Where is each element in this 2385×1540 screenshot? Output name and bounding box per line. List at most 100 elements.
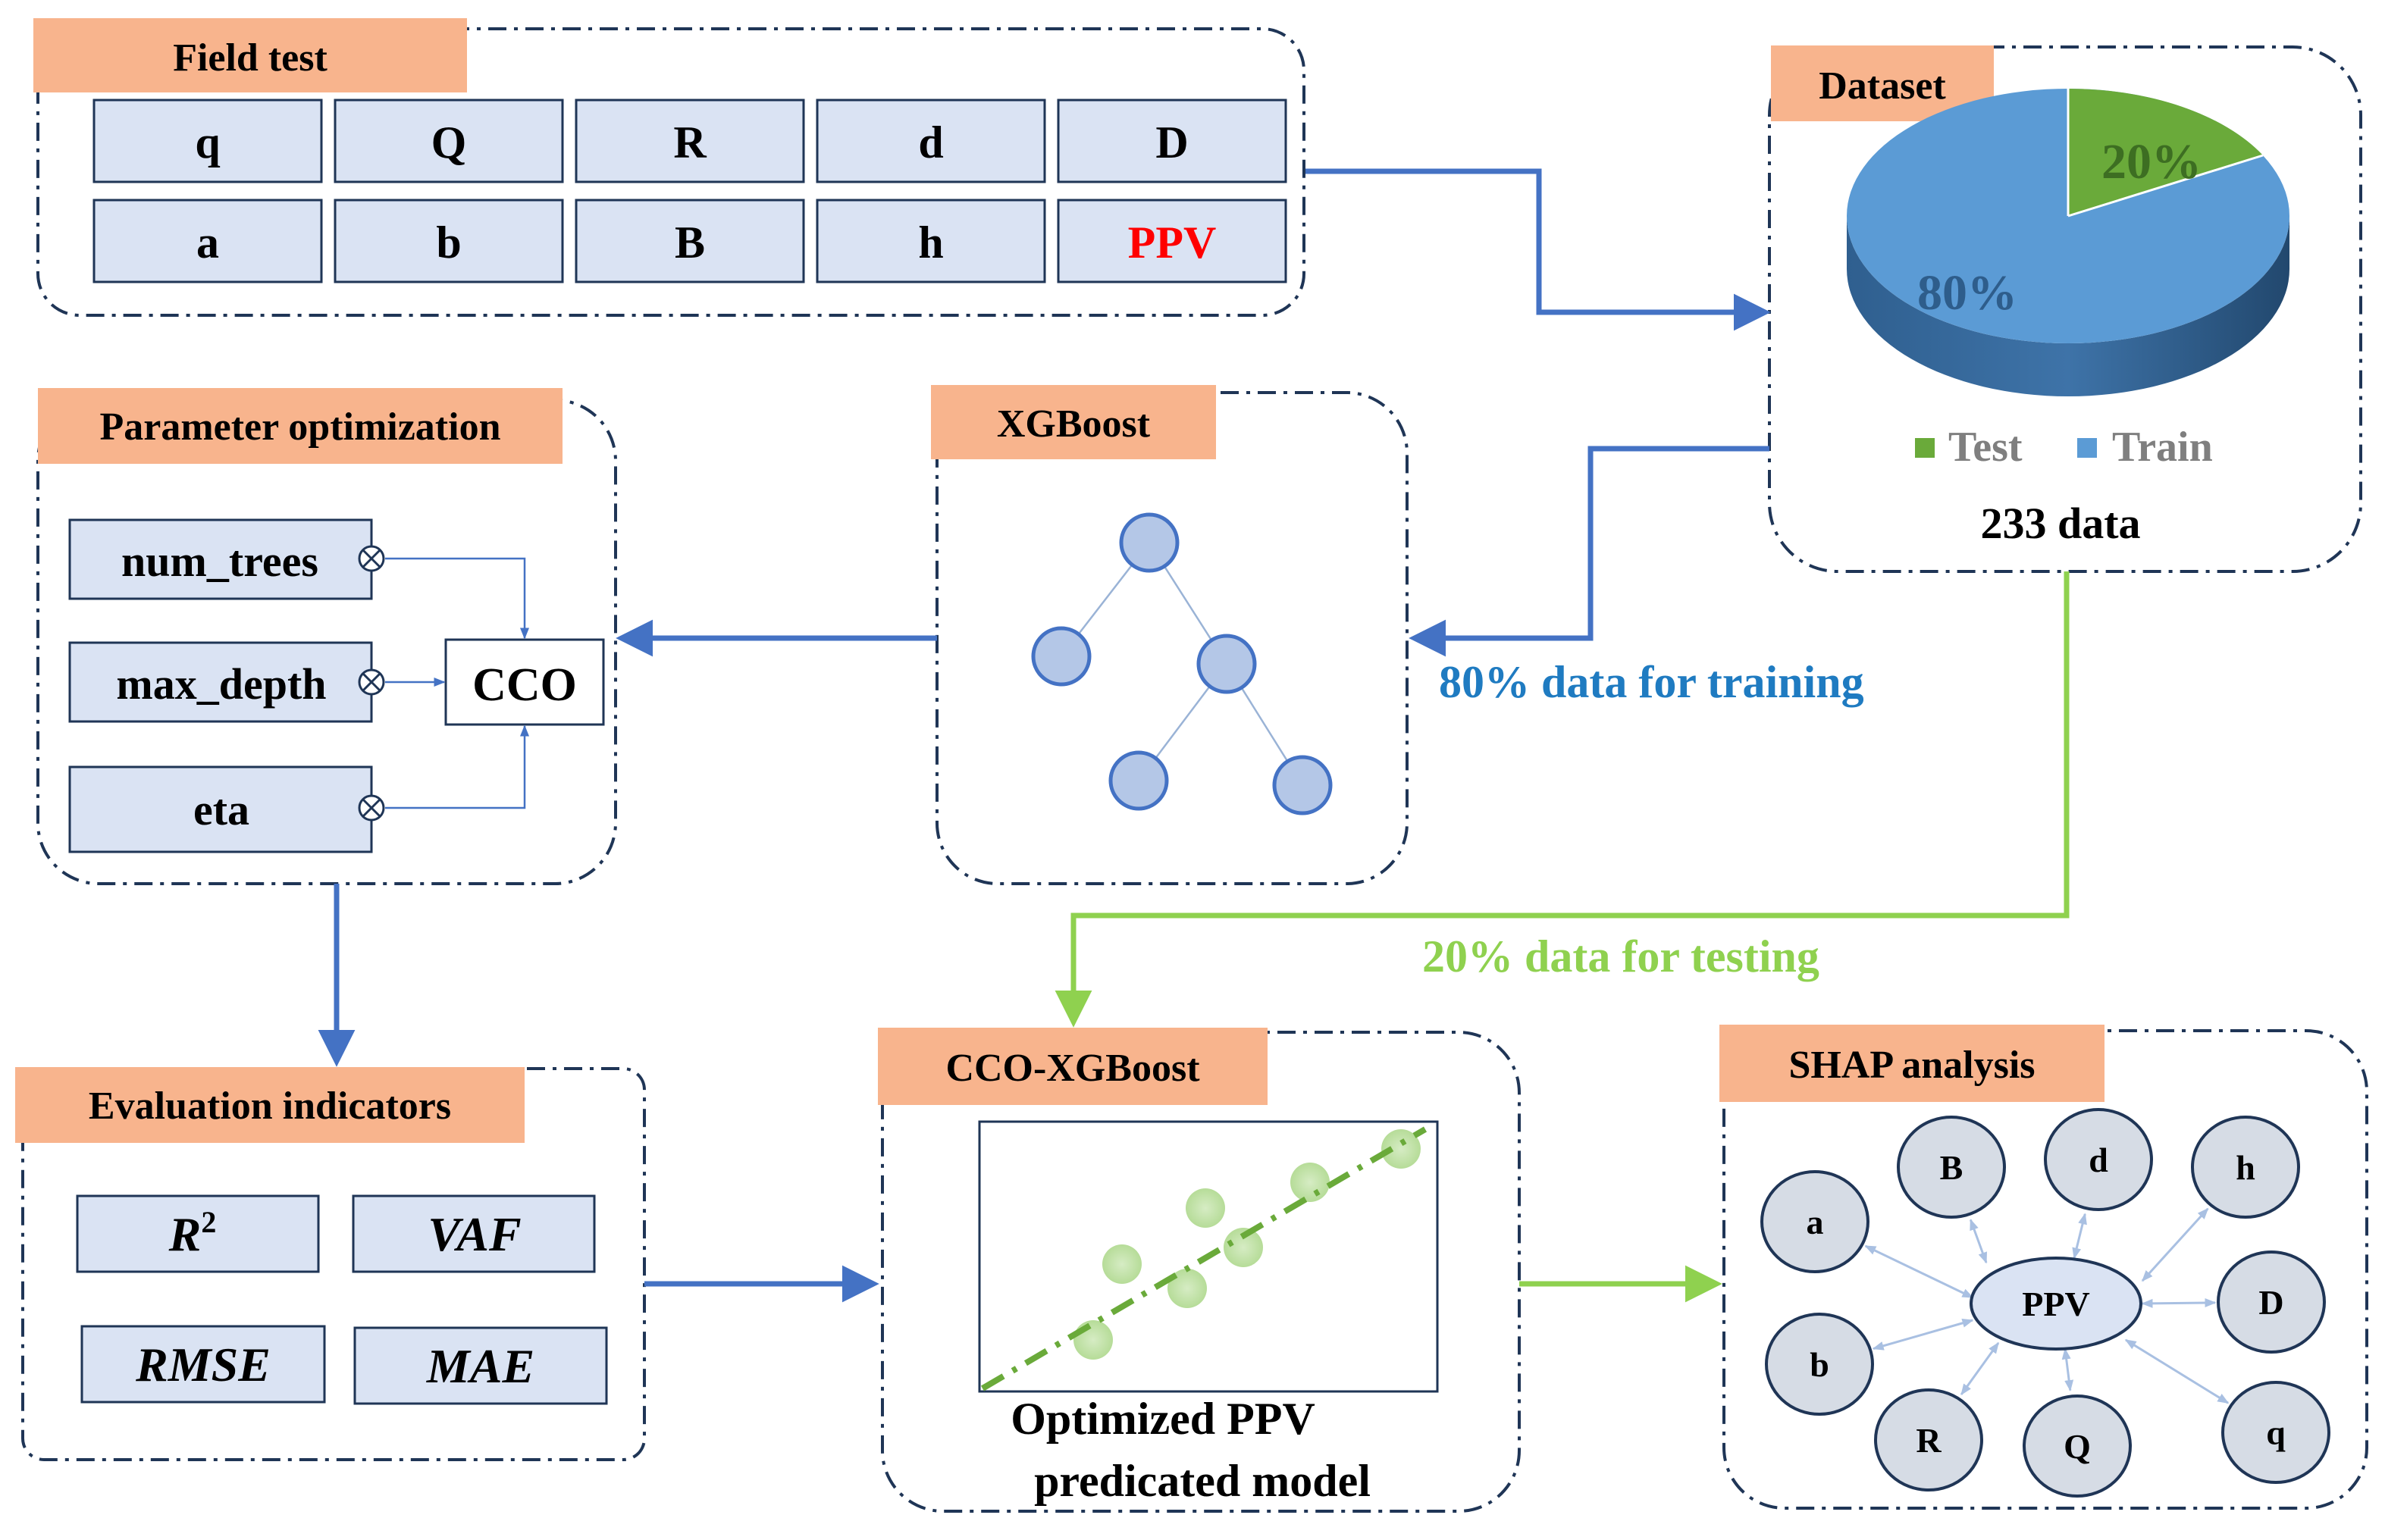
shap-feature-label: D [2258, 1283, 2283, 1322]
legend-swatch-test [1915, 438, 1935, 458]
xgboost-header-box [931, 385, 1216, 459]
field-test-header-box [33, 18, 467, 92]
shap-feature-node [1765, 1313, 1874, 1416]
field-test-cell-box [92, 99, 323, 183]
shap-edge [2072, 1213, 2087, 1260]
plot-point [1073, 1320, 1113, 1360]
field-test-cell-box [575, 199, 805, 283]
shap-header-box [1719, 1025, 2105, 1102]
cco-xgboost-header-box [878, 1028, 1268, 1105]
testing-flow-label: 20% data for testing [1422, 931, 1819, 981]
shap-title: SHAP analysis [1788, 1044, 2035, 1087]
metric-mae: MAE [426, 1339, 534, 1393]
field-test-cell-box [1057, 99, 1287, 183]
pie-slice-test [2068, 88, 2263, 217]
evaluation-title: Evaluation indicators [89, 1085, 451, 1128]
field-test-cell-label: R [673, 117, 707, 167]
cco-xgboost-title: CCO-XGBoost [945, 1047, 1200, 1090]
cco-label: CCO [472, 659, 577, 711]
field-test-cell-box [816, 199, 1046, 283]
legend-label-train: Train [2112, 424, 2213, 471]
xgboost-title: XGBoost [997, 402, 1151, 446]
dataset-title: Dataset [1819, 64, 1946, 108]
plot-point [1290, 1163, 1330, 1202]
pie-side-wall [1847, 216, 2289, 396]
shap-feature-label: Q [2064, 1427, 2091, 1466]
field-test-frame [36, 27, 1305, 317]
field-test-cell-label: q [195, 117, 220, 167]
shap-feature-node [2023, 1394, 2132, 1498]
multiply-icon-num-trees [358, 545, 385, 572]
param-opt-title: Parameter optimization [100, 405, 501, 449]
shap-feature-node [1760, 1170, 1869, 1273]
multiply-icon-eta [358, 794, 385, 822]
field-test-cell-label: a [196, 218, 219, 268]
cco-xgboost-panel: CCO-XGBoost Optimized PPV predicated mod… [878, 1028, 1521, 1513]
field-test-cell-label: B [675, 218, 705, 268]
shap-feature-label: B [1940, 1148, 1963, 1187]
arrow-fieldtest-to-dataset [1305, 168, 1771, 331]
xgboost-frame [936, 391, 1409, 885]
field-test-cell-label: d [918, 117, 943, 167]
arrow-dataset-to-ccoxgboost [1055, 571, 2070, 1028]
shap-edge [1864, 1244, 1974, 1299]
dataset-panel: Dataset 20% 80% Test Train 233 data [1768, 45, 2362, 573]
field-test-cell-label: D [1155, 117, 1188, 167]
shap-edge [2141, 1298, 2217, 1308]
field-test-cell-box [334, 99, 564, 183]
pie-label-train: 80% [1917, 265, 2017, 321]
shap-feature-label: d [2089, 1141, 2108, 1179]
dataset-count: 233 data [1980, 499, 2140, 548]
tree-node-left [1031, 626, 1092, 687]
field-test-cell-label: PPV [1128, 218, 1217, 268]
tree-node-right-right [1272, 755, 1333, 815]
shap-feature-node [1874, 1388, 1983, 1491]
pie-legend: Test Train [1915, 424, 2213, 471]
metric-vaf: VAF [428, 1207, 521, 1261]
multiply-icon-max-depth [358, 668, 385, 696]
field-test-cell-box [575, 99, 805, 183]
cco-caption-line1: Optimized PPV [1011, 1394, 1315, 1444]
shap-edge [1872, 1318, 1974, 1351]
prediction-plot-icon [978, 1120, 1439, 1393]
field-test-title: Field test [173, 36, 328, 80]
evaluation-header-box [15, 1067, 525, 1143]
field-test-cell-label: Q [431, 117, 467, 167]
evaluation-panel: Evaluation indicators R2 VAF RMSE MAE [15, 1067, 646, 1461]
tree-node-right-left [1108, 750, 1169, 811]
shap-center-node [1970, 1257, 2142, 1351]
shap-feature-node [2191, 1116, 2300, 1219]
shap-edges [1864, 1207, 2230, 1404]
metric-r2-base: R [168, 1207, 202, 1261]
plot-point [1167, 1269, 1207, 1308]
tree-node-right [1196, 634, 1257, 694]
shap-edge [2124, 1338, 2230, 1404]
shap-feature-label: h [2236, 1148, 2255, 1187]
shap-feature-node [2221, 1381, 2330, 1484]
dataset-frame [1768, 45, 2362, 573]
plot-point [1102, 1244, 1142, 1284]
training-flow-label: 80% data for training [1439, 657, 1864, 707]
metric-box-rmse [80, 1325, 326, 1404]
param-label-max-depth: max_depth [116, 659, 326, 709]
shap-feature-label: a [1807, 1203, 1824, 1241]
plot-point [1186, 1188, 1225, 1228]
param-label-num-trees: num_trees [121, 537, 318, 586]
legend-label-test: Test [1948, 424, 2023, 471]
param-box-eta [68, 765, 373, 853]
tree-node-root [1119, 512, 1180, 573]
shap-edge [1960, 1341, 2000, 1396]
shap-edge [1969, 1219, 1988, 1264]
metric-r2: R2 [168, 1205, 217, 1261]
cco-xgboost-frame [881, 1031, 1521, 1513]
connector-eta [385, 725, 529, 809]
field-test-cell-box [1057, 199, 1287, 283]
param-label-eta: eta [193, 785, 249, 834]
plot-fit-line [980, 1126, 1428, 1391]
param-connectors [385, 557, 529, 809]
parameter-optimization-panel: Parameter optimization num_trees max_dep… [36, 388, 617, 885]
